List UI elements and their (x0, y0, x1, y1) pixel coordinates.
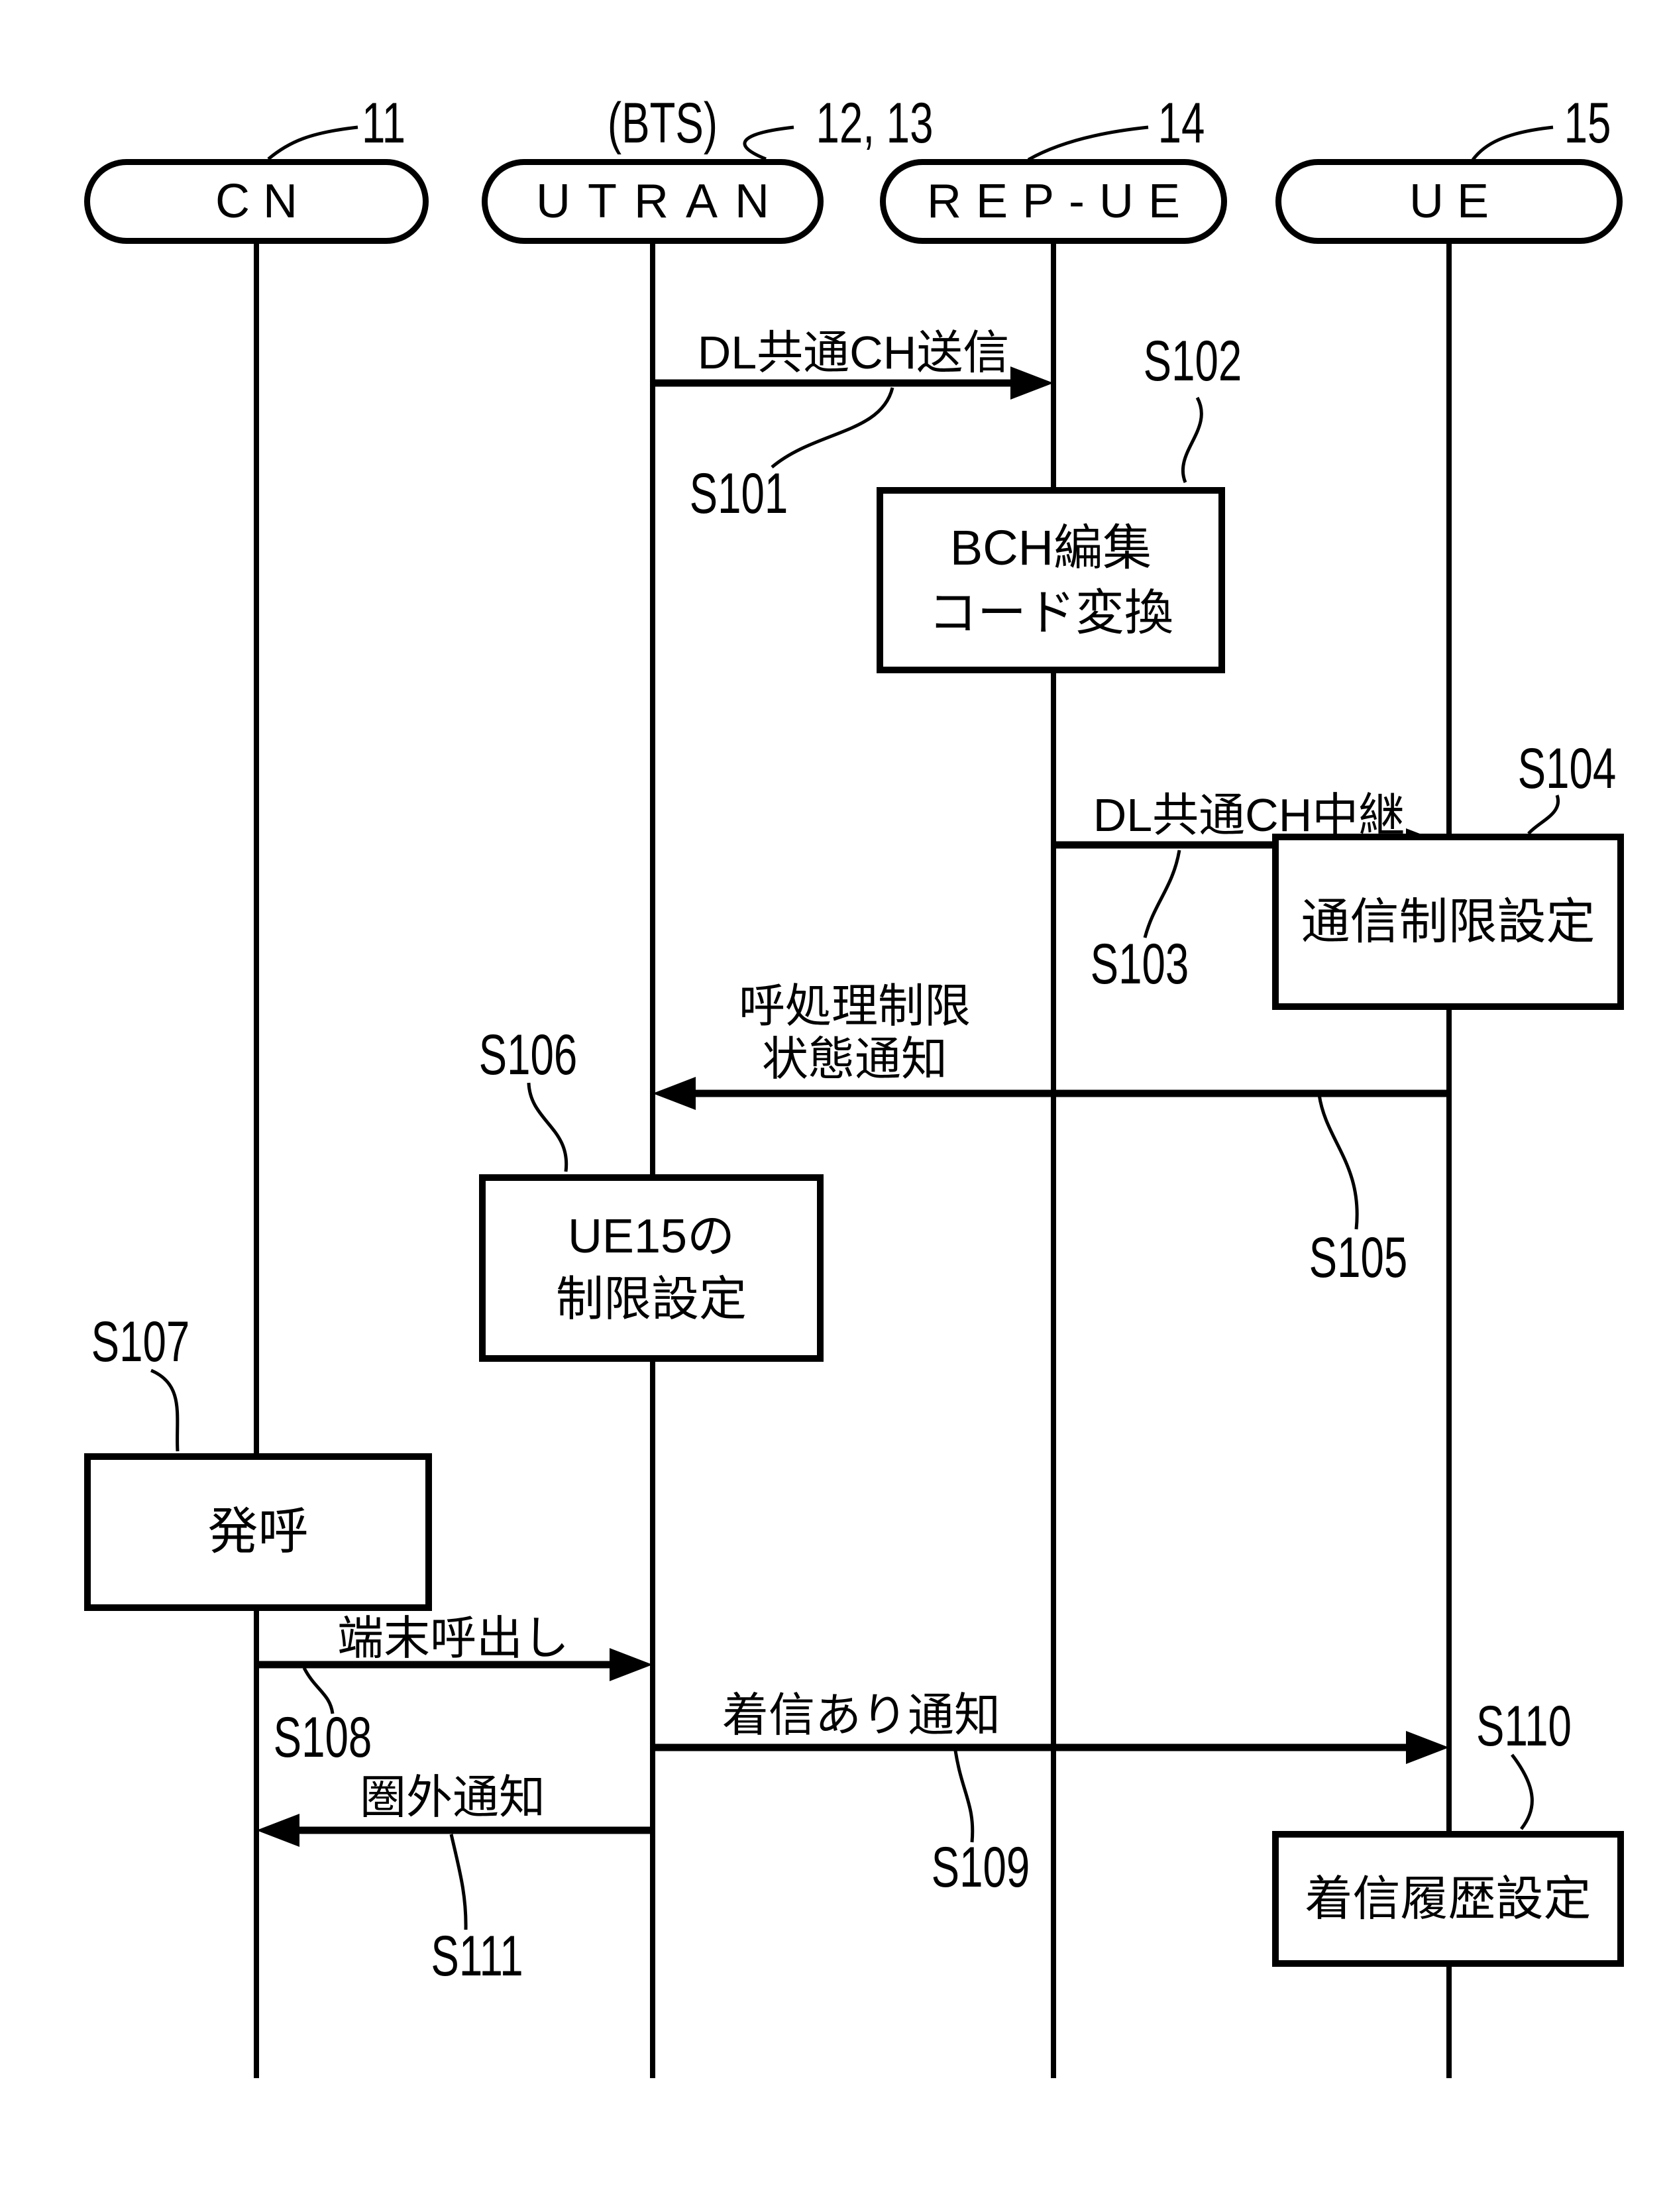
action-box-s104-line1: 通信制限設定 (1301, 894, 1595, 949)
leader-s107 (150, 1368, 180, 1452)
message-label-s108: 端末呼出し (337, 1612, 569, 1664)
action-box-s106-ue15-restriction: UE15の 制限設定 (479, 1174, 824, 1362)
leader-s108 (302, 1667, 335, 1714)
message-label-s105-line2: 状態通知 (762, 1033, 947, 1085)
action-box-s106-line1: UE15の (567, 1209, 735, 1263)
actor-utran: UTRAN (482, 159, 824, 244)
arrowhead-s109 (1406, 1731, 1449, 1764)
arrowhead-s108 (610, 1648, 653, 1681)
leader-ref-14 (1027, 125, 1149, 162)
message-label-s105: 呼処理制限 状態通知 (739, 979, 971, 1085)
step-label-s107: S107 (91, 1310, 190, 1374)
actor-cn-label: CN (215, 175, 311, 228)
message-label-s109: 着信あり通知 (722, 1689, 1000, 1741)
actor-ue: UE (1275, 159, 1623, 244)
leader-lines (150, 125, 1560, 1930)
action-box-s107-call-origination: 発呼 (84, 1453, 432, 1611)
step-label-s109: S109 (931, 1836, 1030, 1899)
action-box-s107-line1: 発呼 (207, 1504, 309, 1560)
action-box-s102-line1: BCH編集 (949, 520, 1152, 575)
message-label-s111: 圏外通知 (360, 1771, 545, 1823)
step-label-s105: S105 (1309, 1226, 1408, 1290)
arrowhead-s105 (653, 1077, 696, 1110)
leader-s104 (1527, 795, 1560, 835)
ref-label-15: 15 (1564, 91, 1611, 155)
action-box-s106-line2: 制限設定 (555, 1272, 747, 1326)
leader-s105 (1317, 1094, 1359, 1230)
actor-ue-label: UE (1409, 175, 1503, 228)
action-box-s102-bch-edit: BCH編集 コード変換 (877, 487, 1225, 673)
step-label-s108: S108 (273, 1706, 372, 1769)
step-label-s102: S102 (1143, 329, 1242, 393)
leader-s106 (527, 1082, 568, 1172)
leader-s111 (449, 1834, 468, 1930)
message-label-s103: DL共通CH中継 (1093, 789, 1405, 841)
leader-ref-11 (267, 125, 358, 160)
step-label-s111: S111 (431, 1924, 523, 1988)
action-box-s110-incoming-history: 着信履歴設定 (1272, 1831, 1624, 1967)
message-label-s101: DL共通CH送信 (697, 327, 1010, 378)
leader-s110 (1511, 1753, 1534, 1830)
leader-ref-15 (1471, 125, 1554, 161)
leader-s102 (1181, 396, 1203, 483)
actor-utran-label: UTRAN (536, 175, 786, 228)
step-label-s104: S104 (1517, 737, 1617, 801)
action-box-s102-line2: コード変換 (928, 584, 1173, 640)
leader-s109 (953, 1750, 975, 1843)
step-label-s103: S103 (1090, 932, 1189, 996)
step-label-s101: S101 (689, 462, 788, 525)
action-box-s104-comm-restriction: 通信制限設定 (1272, 834, 1624, 1010)
ref-label-12-13: 12, 13 (816, 91, 934, 155)
step-label-s110: S110 (1476, 1694, 1572, 1758)
leader-ref-12-13 (743, 125, 794, 161)
arrowhead-s101 (1010, 366, 1053, 400)
step-label-s106: S106 (478, 1023, 578, 1087)
leader-s101 (771, 387, 894, 469)
leader-s103 (1143, 850, 1181, 938)
message-label-s105-line1: 呼処理制限 (739, 980, 971, 1032)
ref-label-14: 14 (1158, 91, 1205, 155)
actor-rep-ue: REP-UE (880, 159, 1227, 244)
actor-cn: CN (84, 159, 429, 244)
actor-utran-sublabel-bts: (BTS) (607, 91, 718, 155)
message-arrows (256, 379, 1449, 1834)
ref-label-11: 11 (361, 91, 406, 155)
action-box-s110-line1: 着信履歴設定 (1305, 1872, 1591, 1926)
arrowhead-s111 (256, 1814, 299, 1847)
actor-rep-ue-label: REP-UE (926, 175, 1195, 228)
